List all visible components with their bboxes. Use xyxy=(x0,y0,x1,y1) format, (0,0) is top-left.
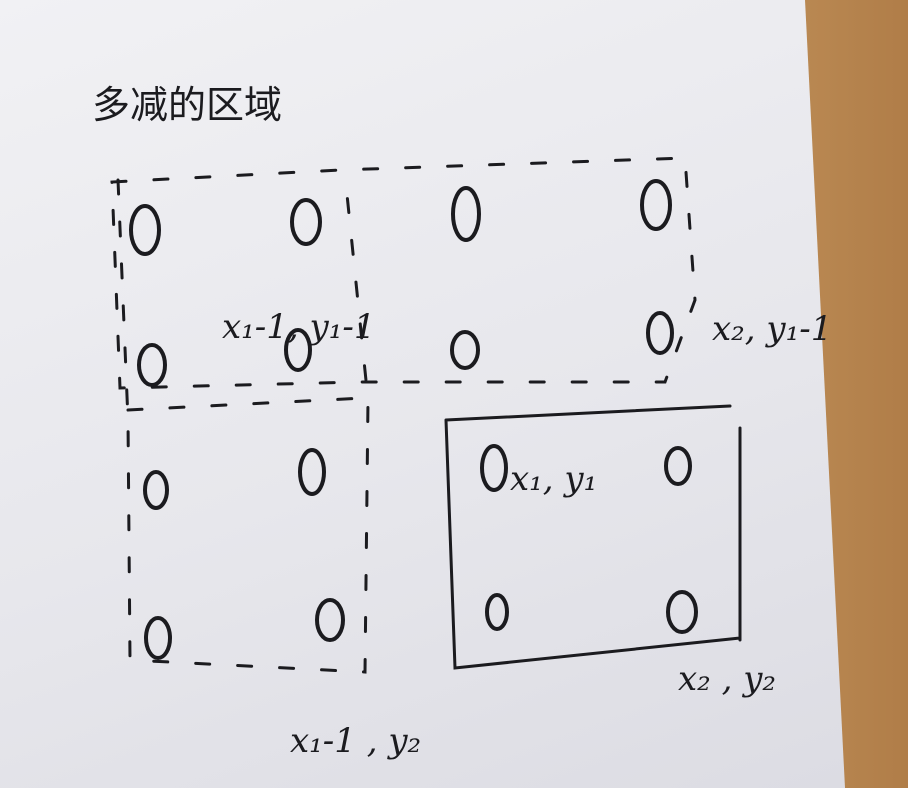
paper-sheet xyxy=(0,0,845,788)
grid-dot xyxy=(485,593,509,631)
dashed-top-region xyxy=(110,156,697,390)
grid-dot xyxy=(450,330,480,370)
label-x2-y2: x₂ , y₂ xyxy=(678,659,776,699)
label-x2-y1m1: x₂, y₁-1 xyxy=(712,309,832,349)
grid-dot xyxy=(666,590,698,634)
grid-dot xyxy=(137,343,167,387)
dashed-left-region xyxy=(116,173,370,674)
target-rectangle xyxy=(444,404,742,670)
grid-dot xyxy=(143,470,169,510)
label-x1m1-y1m1: x₁-1, y₁-1 xyxy=(222,307,376,347)
label-x1-y1: x₁, y₁ xyxy=(510,459,597,499)
grid-dot xyxy=(480,444,508,492)
grid-dot xyxy=(298,448,326,496)
grid-dot xyxy=(646,311,674,355)
grid-dot xyxy=(451,186,481,242)
label-x1m1-y2: x₁-1 , y₂ xyxy=(290,721,421,761)
grid-dot xyxy=(144,616,172,660)
grid-dot xyxy=(315,598,345,642)
diagram-title: 多减的区域 xyxy=(92,83,282,127)
grid-dot xyxy=(664,446,692,486)
dashed-left-divider xyxy=(126,396,367,412)
grid-dot xyxy=(284,328,312,372)
grid-dot xyxy=(290,198,322,246)
grid-dot xyxy=(640,179,672,231)
grid-dot xyxy=(129,204,161,256)
grid-dots xyxy=(129,179,698,660)
